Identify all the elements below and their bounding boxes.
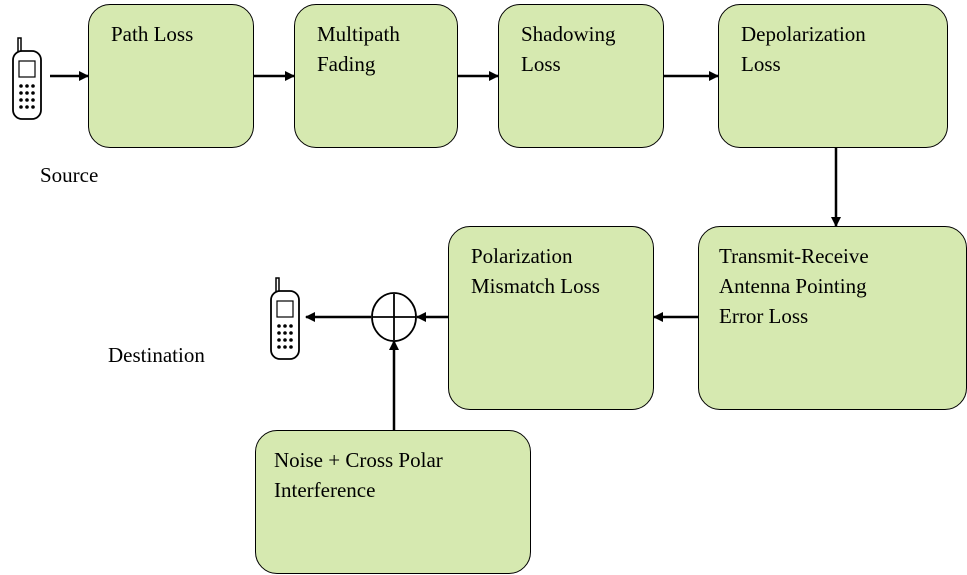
destination-label: Destination: [108, 343, 205, 367]
pointing-error-loss-block: Transmit-Receive Antenna Pointing Error …: [698, 226, 967, 410]
multipath-fading-block: Multipath Fading: [294, 4, 458, 148]
shadowing-loss-block: Shadowing Loss: [498, 4, 664, 148]
summing-junction-icon: [371, 292, 417, 342]
depolarization-loss-block: Depolarization Loss: [718, 4, 948, 148]
path-loss-block: Path Loss: [88, 4, 254, 148]
noise-interference-block: Noise + Cross Polar Interference: [255, 430, 531, 574]
mobile-phone-icon: [12, 37, 42, 120]
source-label: Source: [40, 163, 99, 187]
mobile-phone-icon: [270, 277, 300, 360]
path-loss-label: Path Loss: [111, 22, 194, 46]
polarization-mismatch-loss-block: Polarization Mismatch Loss: [448, 226, 654, 410]
